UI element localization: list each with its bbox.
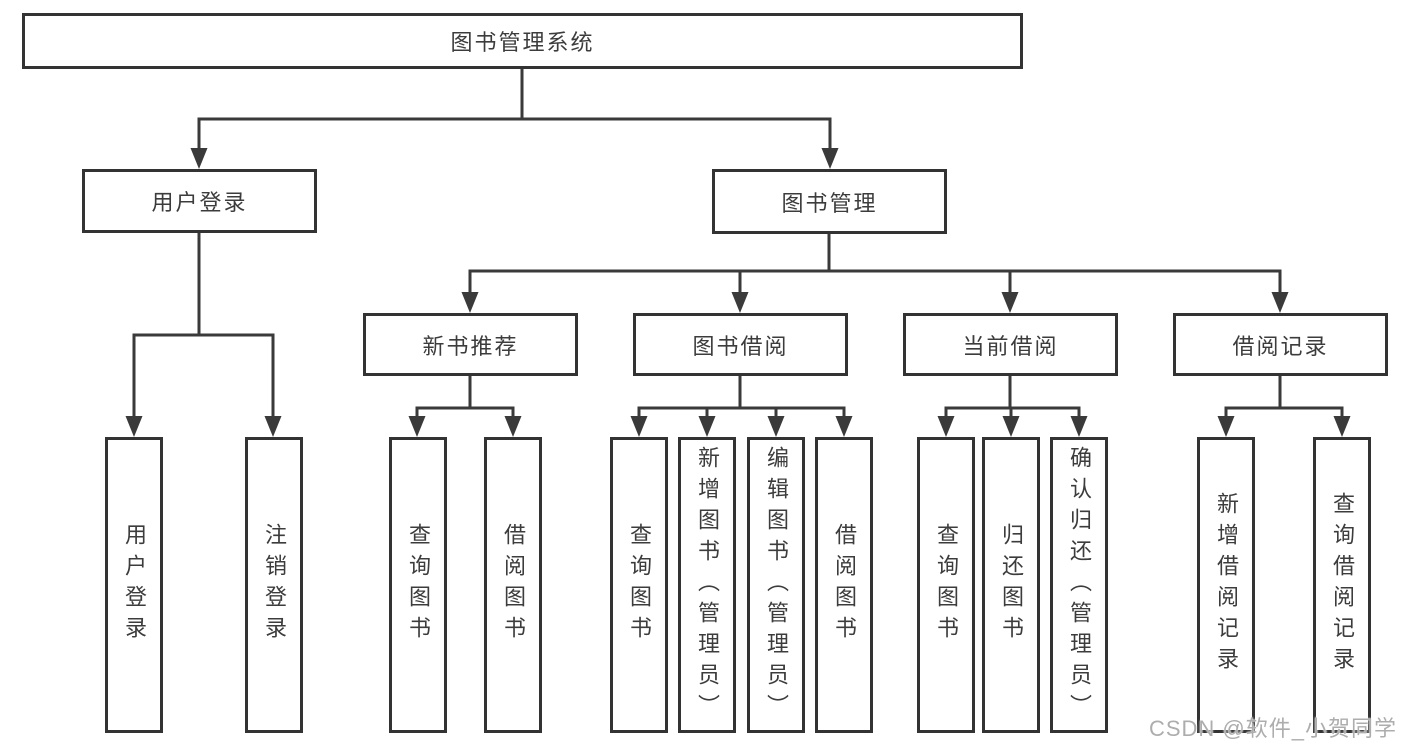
leaf-query-books-current: 查询图书 [917, 437, 975, 733]
node-label: 当前借阅 [962, 333, 1059, 359]
node-label: 图书借阅 [692, 333, 789, 359]
leaf-label: 编辑图书（管理员） [764, 445, 789, 725]
leaf-label: 用户登录 [122, 523, 147, 647]
leaf-label: 归还图书 [999, 523, 1024, 647]
leaf-user-login: 用户登录 [105, 437, 163, 733]
node-label: 新书推荐 [422, 333, 519, 359]
leaf-add-borrow-record: 新增借阅记录 [1197, 437, 1255, 733]
leaf-label: 借阅图书 [501, 523, 526, 647]
leaf-return-books: 归还图书 [982, 437, 1040, 733]
leaf-label: 查询借阅记录 [1330, 492, 1355, 678]
leaf-query-books-recommend: 查询图书 [389, 437, 447, 733]
node-label: 图书管理系统 [450, 30, 595, 55]
node-label: 用户登录 [151, 190, 248, 215]
leaf-borrow-books-borrowing: 借阅图书 [815, 437, 873, 733]
node-current-borrowing: 当前借阅 [903, 313, 1118, 376]
leaf-label: 查询图书 [406, 523, 431, 647]
leaf-add-books-admin: 新增图书（管理员） [678, 437, 736, 733]
leaf-label: 注销登录 [262, 523, 287, 647]
node-book-borrowing: 图书借阅 [633, 313, 848, 376]
leaf-query-borrow-record: 查询借阅记录 [1313, 437, 1371, 733]
leaf-label: 确认归还（管理员） [1067, 445, 1092, 725]
leaf-label: 新增借阅记录 [1214, 492, 1239, 678]
node-user-login: 用户登录 [82, 169, 317, 233]
leaf-borrow-books-recommend: 借阅图书 [484, 437, 542, 733]
leaf-label: 新增图书（管理员） [695, 445, 720, 725]
leaf-edit-books-admin: 编辑图书（管理员） [747, 437, 805, 733]
node-book-management: 图书管理 [712, 169, 947, 234]
leaf-label: 借阅图书 [832, 523, 857, 647]
node-label: 图书管理 [781, 190, 878, 216]
leaf-confirm-return-admin: 确认归还（管理员） [1050, 437, 1108, 733]
node-borrowing-records: 借阅记录 [1173, 313, 1388, 376]
csdn-watermark: CSDN @软件_小贺同学 [1148, 716, 1397, 741]
leaf-label: 查询图书 [627, 523, 652, 647]
leaf-logout: 注销登录 [245, 437, 303, 733]
leaf-label: 查询图书 [934, 523, 959, 647]
leaf-query-books-borrowing: 查询图书 [610, 437, 668, 733]
node-new-book-recommendation: 新书推荐 [363, 313, 578, 376]
node-library-management-system: 图书管理系统 [22, 13, 1023, 69]
node-label: 借阅记录 [1232, 333, 1329, 359]
